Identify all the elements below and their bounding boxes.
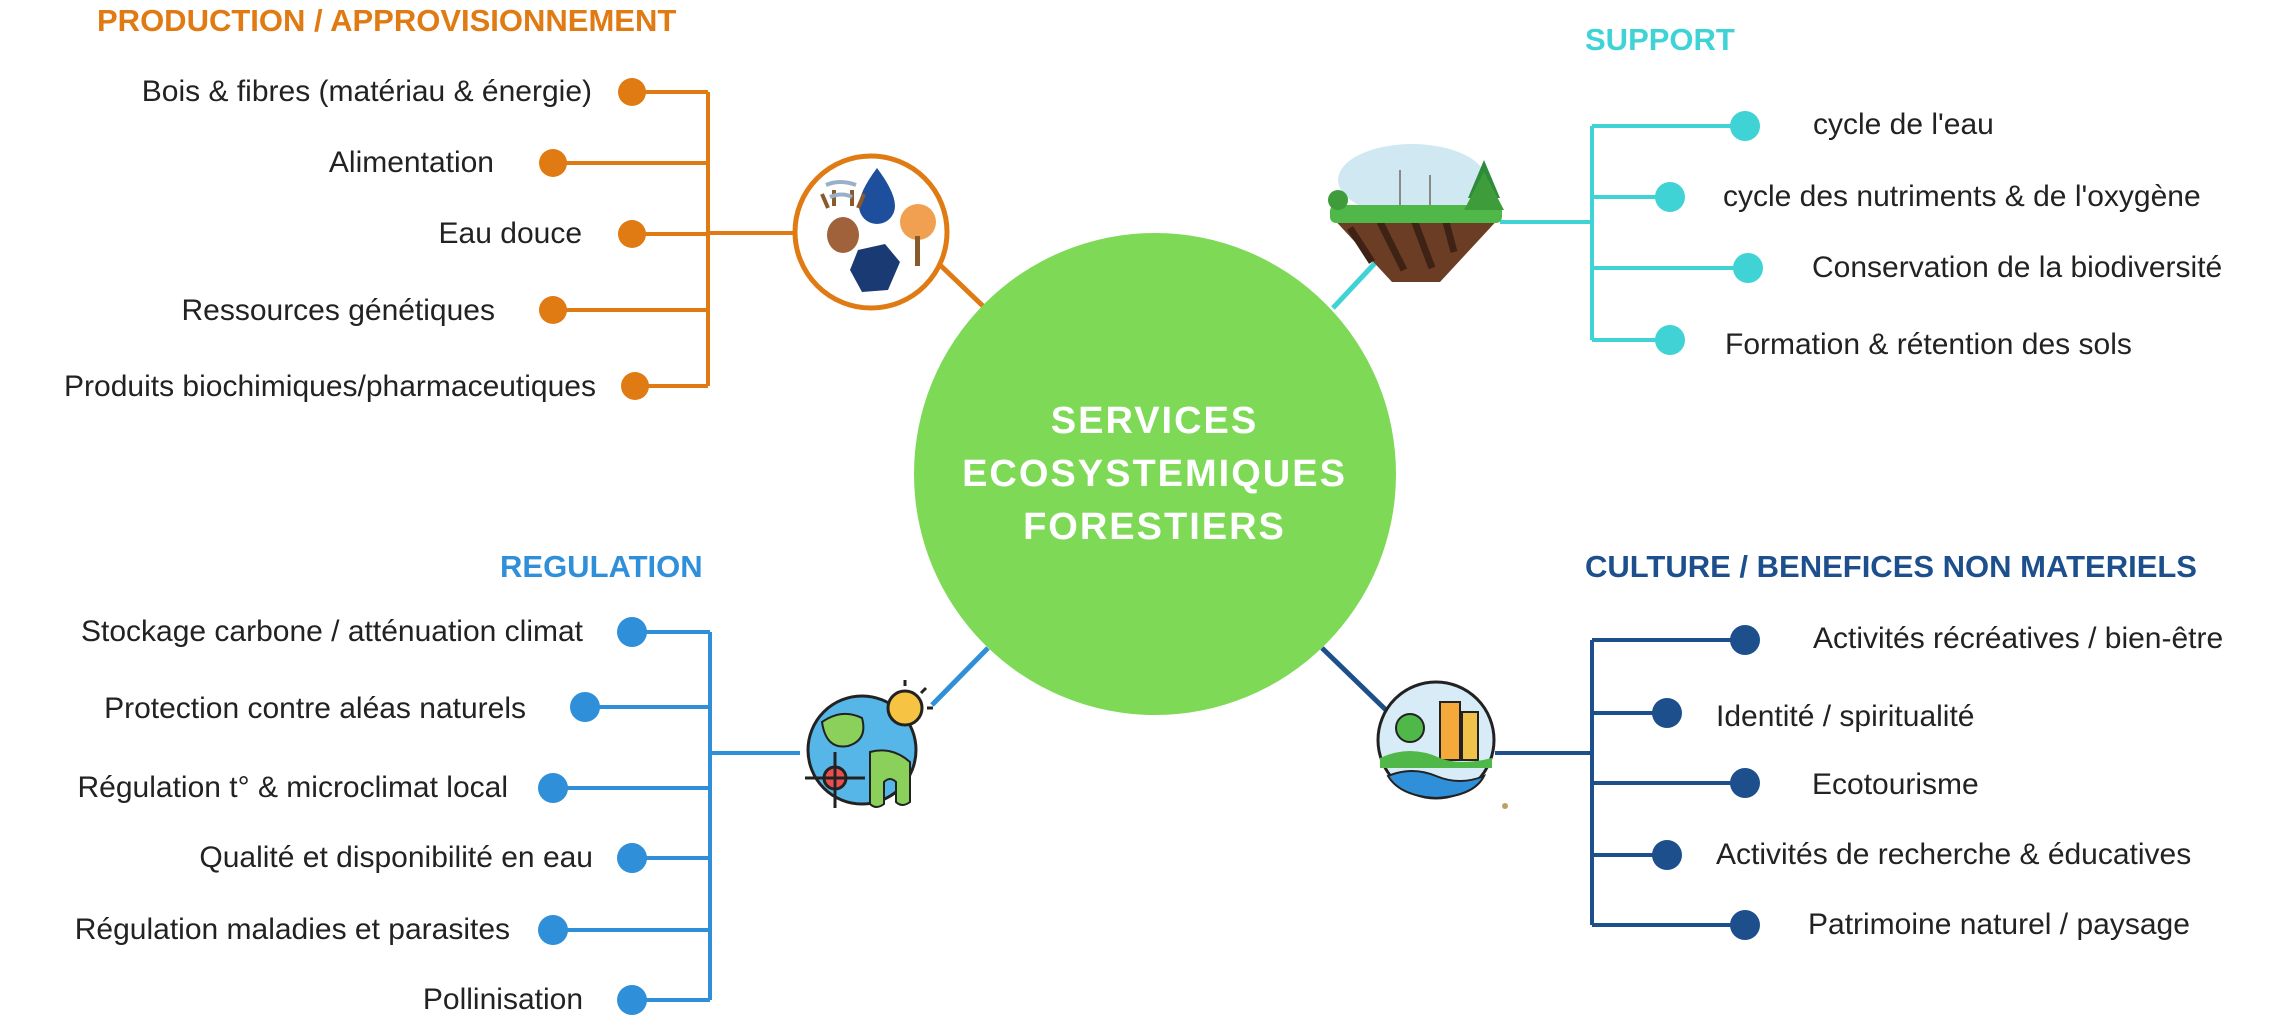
regulation-item: Protection contre aléas naturels <box>104 692 526 725</box>
globe-climate-icon <box>805 680 933 808</box>
support-bullet <box>1730 111 1760 141</box>
production-item: Bois & fibres (matériau & énergie) <box>141 75 592 108</box>
floating-island-icon <box>1328 144 1504 282</box>
culture-item: Activités récréatives / bien-être <box>1813 622 2224 655</box>
center-title: SERVICES ECOSYSTEMIQUES FORESTIERS <box>912 232 1397 717</box>
production-connector <box>936 261 987 310</box>
production-bullet <box>621 372 649 400</box>
production-bullet <box>618 220 646 248</box>
production-item: Eau douce <box>438 217 582 250</box>
culture-bullet <box>1652 840 1682 870</box>
regulation-connector <box>930 646 990 707</box>
culture-bullet <box>1730 768 1760 798</box>
culture-item: Patrimoine naturel / paysage <box>1808 908 2190 941</box>
support-item: cycle de l'eau <box>1813 108 1994 141</box>
support-bullet <box>1655 182 1685 212</box>
support-bullet <box>1733 253 1763 283</box>
regulation-item: Pollinisation <box>422 983 583 1016</box>
production-branch <box>553 90 795 388</box>
culture-bullet <box>1730 910 1760 940</box>
regulation-bullet <box>570 692 600 722</box>
support-title: SUPPORT <box>1585 22 1735 57</box>
support-bullet <box>1655 325 1685 355</box>
support-item: cycle des nutriments & de l'oxygène <box>1723 180 2201 213</box>
culture-item: Identité / spiritualité <box>1716 700 1975 733</box>
regulation-bullet <box>538 915 568 945</box>
support-item: Conservation de la biodiversité <box>1812 251 2223 284</box>
culture-item: Activités de recherche & éducatives <box>1716 838 2192 871</box>
production-item: Ressources génétiques <box>181 294 495 327</box>
regulation-item: Qualité et disponibilité en eau <box>199 841 593 874</box>
culture-bullet <box>1730 625 1760 655</box>
support-item: Formation & rétention des sols <box>1725 328 2132 361</box>
culture-title: CULTURE / BENEFICES NON MATERIELS <box>1585 549 2197 584</box>
center-title-line: ECOSYSTEMIQUES <box>962 452 1347 495</box>
culture-bullet <box>1652 698 1682 728</box>
regulation-bullet <box>617 843 647 873</box>
production-item: Alimentation <box>328 146 494 179</box>
center-title-line: SERVICES <box>1050 399 1259 442</box>
center-circle <box>914 233 1396 715</box>
landscape-city-icon <box>1376 680 1508 809</box>
regulation-bullet <box>617 617 647 647</box>
production-item: Produits biochimiques/pharmaceutiques <box>64 370 596 403</box>
production-title: PRODUCTION / APPROVISIONNEMENT <box>97 3 677 38</box>
regulation-item: Régulation t° & microclimat local <box>77 771 509 804</box>
production-bullet <box>539 296 567 324</box>
regulation-bullet <box>617 985 647 1015</box>
regulation-title: REGULATION <box>500 549 703 584</box>
regulation-item: Stockage carbone / atténuation climat <box>81 615 583 648</box>
wildlife-water-forest-icon <box>792 153 950 311</box>
support-branch <box>1500 124 1748 342</box>
production-bullet <box>539 149 567 177</box>
center-title-line: FORESTIERS <box>1023 506 1286 549</box>
culture-connector <box>1320 646 1390 714</box>
support-connector <box>1331 260 1378 310</box>
regulation-bullet <box>538 773 568 803</box>
culture-item: Ecotourisme <box>1812 768 1979 801</box>
production-bullet <box>618 78 646 106</box>
regulation-branch <box>553 630 800 1002</box>
culture-branch <box>1495 638 1745 927</box>
regulation-item: Régulation maladies et parasites <box>74 913 510 946</box>
